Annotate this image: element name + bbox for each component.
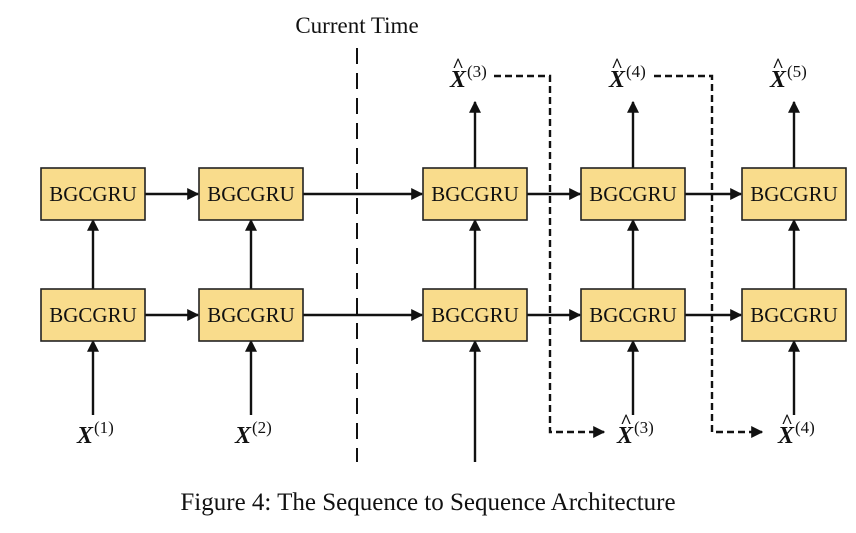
svg-text:(5): (5) xyxy=(787,62,807,81)
hat-mark: ^ xyxy=(772,55,784,77)
svg-text:(4): (4) xyxy=(626,62,646,81)
hat-mark: ^ xyxy=(620,411,632,433)
input-superscript: (2) xyxy=(252,418,272,437)
bgcgru-cell-top-5: BGCGRU xyxy=(741,167,847,221)
bgcgru-cell-bottom-1: BGCGRU xyxy=(40,288,146,342)
cell-label: BGCGRU xyxy=(207,303,295,327)
hat-mark: ^ xyxy=(611,55,623,77)
bgcgru-cell-bottom-2: BGCGRU xyxy=(198,288,304,342)
input-symbol: X xyxy=(234,423,252,449)
cell-label: BGCGRU xyxy=(49,303,137,327)
output-superscript: (4) xyxy=(626,62,646,81)
input-label-4: ^ X (4) xyxy=(777,411,815,449)
input-symbol: X xyxy=(777,423,795,449)
bgcgru-cell-top-2: BGCGRU xyxy=(198,167,304,221)
hat-mark: ^ xyxy=(452,55,464,77)
bgcgru-cell-bottom-3: BGCGRU xyxy=(422,288,528,342)
input-symbol: X xyxy=(616,423,634,449)
bgcgru-cell-top-1: BGCGRU xyxy=(40,167,146,221)
output-symbol: X xyxy=(608,67,626,93)
svg-text:(2): (2) xyxy=(252,418,272,437)
cell-label: BGCGRU xyxy=(589,303,677,327)
output-label-1: ^ X (3) xyxy=(449,55,487,93)
output-symbol: X xyxy=(449,67,467,93)
feedback-path-1 xyxy=(494,74,606,438)
cell-label: BGCGRU xyxy=(750,182,838,206)
input-superscript: (1) xyxy=(94,418,114,437)
hat-mark: ^ xyxy=(781,411,793,433)
svg-text:X: X xyxy=(449,67,467,93)
cell-label: BGCGRU xyxy=(207,182,295,206)
svg-text:X: X xyxy=(76,423,94,449)
bgcgru-cell-top-3: BGCGRU xyxy=(422,167,528,221)
figure-caption: Figure 4: The Sequence to Sequence Archi… xyxy=(180,489,675,516)
cell-label: BGCGRU xyxy=(431,182,519,206)
svg-text:X: X xyxy=(616,423,634,449)
output-symbol: X xyxy=(769,67,787,93)
cell-label: BGCGRU xyxy=(431,303,519,327)
bgcgru-cell-bottom-5: BGCGRU xyxy=(741,288,847,342)
bgcgru-cell-top-4: BGCGRU xyxy=(580,167,686,221)
svg-text:X: X xyxy=(777,423,795,449)
input-symbol: X xyxy=(76,423,94,449)
output-superscript: (5) xyxy=(787,62,807,81)
input-superscript: (3) xyxy=(634,418,654,437)
output-label-2: ^ X (4) xyxy=(608,55,646,93)
svg-text:X: X xyxy=(234,423,252,449)
svg-text:(3): (3) xyxy=(634,418,654,437)
input-label-2: X (2) xyxy=(234,418,272,449)
input-superscript: (4) xyxy=(795,418,815,437)
svg-text:(1): (1) xyxy=(94,418,114,437)
cell-label: BGCGRU xyxy=(49,182,137,206)
svg-text:(3): (3) xyxy=(467,62,487,81)
input-label-3: ^ X (3) xyxy=(616,411,654,449)
output-label-3: ^ X (5) xyxy=(769,55,807,93)
svg-text:X: X xyxy=(769,67,787,93)
feedback-path-2 xyxy=(654,74,764,438)
current-time-label: Current Time xyxy=(295,13,418,38)
svg-text:X: X xyxy=(608,67,626,93)
cell-label: BGCGRU xyxy=(750,303,838,327)
svg-text:(4): (4) xyxy=(795,418,815,437)
bgcgru-cell-bottom-4: BGCGRU xyxy=(580,288,686,342)
cell-label: BGCGRU xyxy=(589,182,677,206)
output-superscript: (3) xyxy=(467,62,487,81)
input-label-1: X (1) xyxy=(76,418,114,449)
